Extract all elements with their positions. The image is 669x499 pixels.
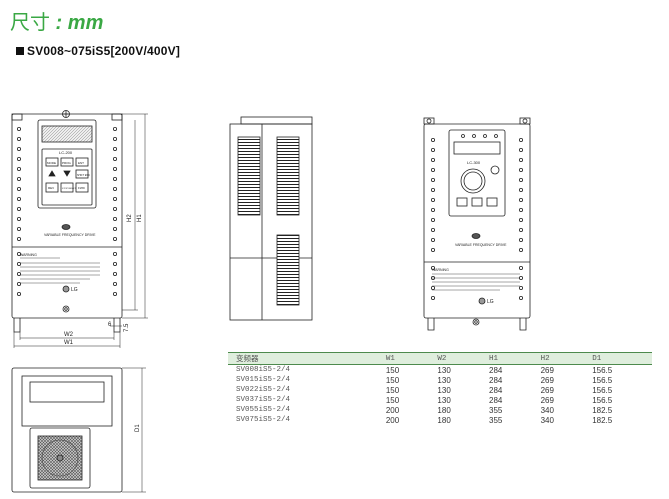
dim-label-w2: W2 (64, 332, 74, 338)
cell-w2: 180 (437, 405, 451, 415)
front-view-1-dimensions (13, 113, 148, 348)
cell-d1: 182.5 (592, 405, 613, 415)
dim-label-7-5: 7.5 (124, 323, 130, 332)
table-row: SV022iS5-2/4 150 130 284 269 156.5 (228, 385, 652, 395)
warning-label: WARNING (20, 253, 37, 257)
col-header-w1: W1 (377, 352, 430, 365)
cell-h2: 269 (540, 375, 554, 385)
cell-w1: 150 (385, 395, 400, 405)
dim-label-d1: D1 (135, 424, 141, 432)
dimension-table: 变频器 W1 W2 H1 H2 D1 SV008iS5-2/4 150 130 … (228, 352, 652, 425)
front-view-1-dim-labels: H2 H1 W2 W1 6 7.5 (64, 214, 143, 346)
cell-w2: 130 (437, 395, 451, 405)
front-view-2-labels: LC-300 VARIABLE FREQUENCY DRIVE WARNING … (432, 160, 507, 305)
col-header-h2: H2 (532, 352, 585, 365)
lg-logo-text: LG (71, 287, 78, 293)
col-header-h1: H1 (481, 352, 533, 365)
cell-h1: 284 (489, 375, 503, 385)
cell-w2: 180 (437, 415, 451, 425)
dim-label-w1: W1 (64, 340, 74, 346)
keypad2-model-label: LC-300 (467, 160, 481, 165)
cell-w2: 130 (437, 375, 451, 385)
key-rev: REV (48, 186, 54, 190)
col-header-model: 变频器 (228, 352, 378, 365)
cell-h1: 284 (489, 395, 503, 405)
key-mode: MODE (47, 161, 56, 165)
key-shift-esc: SHIFT ESC (77, 174, 90, 177)
col-header-d1: D1 (584, 352, 652, 365)
key-prog: PROG (62, 161, 72, 165)
page-title: 尺寸 : mm (10, 6, 103, 35)
cell-d1: 156.5 (592, 365, 613, 375)
table-row: SV037iS5-2/4 150 130 284 269 156.5 (228, 395, 652, 405)
cell-h2: 269 (540, 385, 554, 395)
cell-h2: 340 (540, 405, 554, 415)
cell-h1: 284 (489, 385, 503, 395)
model-range-text: SV008~075iS5[200V/400V] (27, 44, 181, 58)
square-bullet-icon (16, 47, 24, 55)
cell-model: SV075iS5-2/4 (236, 416, 291, 424)
cell-model: SV037iS5-2/4 (236, 396, 291, 404)
cell-h2: 269 (540, 395, 554, 405)
dim-label-6: 6 (108, 322, 112, 328)
cell-w2: 130 (437, 385, 451, 395)
front-view-1 (11, 110, 123, 333)
title-cjk: 尺寸 (10, 10, 50, 34)
title-unit: mm (67, 12, 104, 34)
table-row: SV008iS5-2/4 150 130 284 269 156.5 (228, 365, 652, 376)
keypad-model-label: LC-200 (59, 150, 73, 155)
cell-h2: 340 (540, 415, 554, 425)
table-header-row: 变频器 W1 W2 H1 H2 D1 (228, 352, 652, 365)
cell-w1: 150 (385, 365, 400, 375)
cell-w2: 130 (437, 365, 451, 375)
cell-d1: 182.5 (592, 415, 613, 425)
cell-w1: 150 (385, 375, 400, 385)
cell-w1: 200 (385, 405, 400, 415)
model-range-heading: SV008~075iS5[200V/400V] (16, 44, 180, 58)
key-ent: ENT (78, 161, 84, 165)
table-row: SV055iS5-2/4 200 180 355 340 182.5 (228, 405, 652, 415)
cell-h2: 269 (540, 365, 554, 375)
cell-h1: 284 (489, 365, 503, 375)
cell-h1: 355 (489, 415, 503, 425)
col-header-w2: W2 (429, 352, 482, 365)
table-row: SV075iS5-2/4 200 180 355 340 182.5 (228, 415, 652, 425)
front-view-2 (423, 117, 531, 331)
lg-logo-text-2: LG (487, 299, 494, 305)
brand-line: VARIABLE FREQUENCY DRIVE (44, 233, 96, 237)
cell-model: SV008iS5-2/4 (236, 366, 291, 374)
cell-h1: 355 (489, 405, 503, 415)
cell-w1: 150 (385, 385, 400, 395)
dim-label-h1: H1 (137, 214, 143, 222)
cell-model: SV022iS5-2/4 (236, 386, 291, 394)
warning-label-2: WARNING (432, 268, 449, 272)
key-fwd: FWD (78, 186, 86, 190)
cell-model: SV015iS5-2/4 (236, 376, 291, 384)
dim-label-h2: H2 (127, 214, 133, 222)
side-view (229, 116, 313, 321)
table-row: SV015iS5-2/4 150 130 284 269 156.5 (228, 375, 652, 385)
title-separator: : (50, 12, 68, 34)
cell-model: SV055iS5-2/4 (236, 406, 291, 414)
cell-w1: 200 (385, 415, 400, 425)
brand-line-2: VARIABLE FREQUENCY DRIVE (455, 243, 507, 247)
cell-d1: 156.5 (592, 385, 613, 395)
cell-d1: 156.5 (592, 375, 613, 385)
cell-d1: 156.5 (592, 395, 613, 405)
bottom-view (11, 367, 146, 493)
key-stop-reset: STOP RESET (62, 188, 76, 190)
front-view-1-labels: LC-200 MODE PROG ENT SHIFT ESC REV STOP … (20, 150, 96, 293)
